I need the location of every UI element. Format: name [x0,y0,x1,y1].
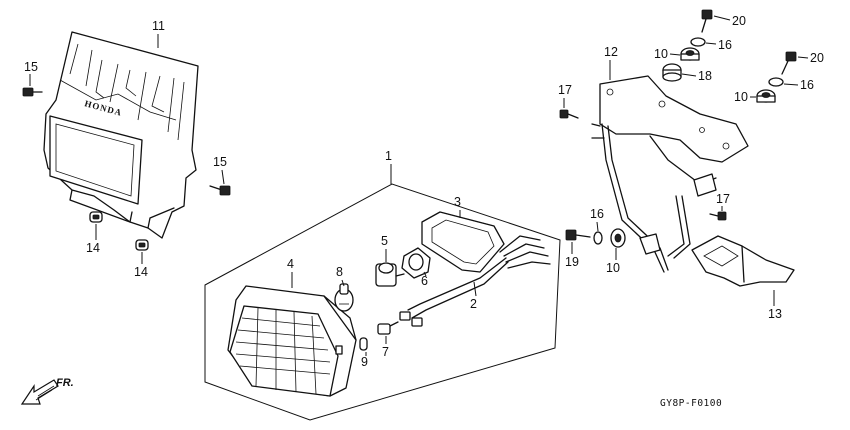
callout-12: 12 [604,45,618,59]
leader-line [713,15,731,21]
leader-line [473,281,477,297]
bulb-socket [375,262,405,287]
position-socket [377,321,399,335]
leader-line [341,279,345,287]
callout-16-upper-left: 16 [718,38,732,52]
callout-16-lower: 16 [590,207,604,221]
front-label: FR. [56,377,74,389]
callout-14-right: 14 [134,265,148,279]
callout-8: 8 [336,265,343,279]
grommet-18 [662,63,682,82]
bolt-15-left [22,87,43,97]
callout-5: 5 [381,234,388,248]
callout-2: 2 [470,297,477,311]
headlight-bulb [334,283,354,312]
diagram-code: GY8P-F0100 [660,398,722,409]
bolt-17-upper [559,109,579,119]
callout-17-upper: 17 [558,83,572,97]
headlight-bracket [591,75,749,273]
socket-cover [401,247,431,279]
leader-line [669,53,681,56]
callout-6: 6 [421,274,428,288]
callout-7: 7 [382,345,389,359]
callout-4: 4 [287,257,294,271]
callout-15-left: 15 [24,60,38,74]
leader-line [783,83,799,86]
bolt-19 [565,229,591,241]
assembly-outline [204,183,561,421]
callout-1: 1 [385,149,392,163]
grommet-10-upper-left [680,47,700,61]
leader-line [423,271,427,277]
washer-16-lower [593,231,603,245]
grommet-10-upper-right [756,89,776,103]
leader-line [681,73,697,77]
bolt-20-right [781,51,797,75]
front-direction-arrow-icon [20,379,59,405]
callout-10-upper-left: 10 [654,47,668,61]
mount-bracket [691,235,795,287]
callout-11: 11 [152,19,165,33]
headlight-housing [421,211,505,273]
bolt-17-lower [709,211,727,221]
washer-16-upper-right [768,77,784,87]
position-bulb [359,337,368,351]
headlight-cowl: HONDA [43,31,199,239]
leader-line [705,42,717,45]
callout-20-left: 20 [732,14,746,28]
grommet-14-left [89,211,103,223]
callout-18: 18 [698,69,712,83]
washer-16-upper-left [690,37,706,47]
callout-16-upper-right: 16 [800,78,814,92]
callout-3: 3 [454,195,461,209]
leader-line [221,169,225,185]
callout-14-left: 14 [86,241,100,255]
callout-9: 9 [361,355,368,369]
headlight-unit [227,285,357,397]
grommet-14-right [135,239,149,251]
wire-harness [399,235,551,327]
callout-10-upper-right: 10 [734,90,748,104]
callout-15-right: 15 [213,155,227,169]
callout-13: 13 [768,307,782,321]
callout-20-right: 20 [810,51,824,65]
bolt-20-left [701,9,713,33]
bolt-15-right [209,185,231,196]
grommet-10-lower [610,228,626,248]
leader-line [596,221,599,232]
leader-line [797,56,809,59]
callout-17-lower: 17 [716,192,730,206]
callout-19: 19 [565,255,579,269]
callout-10-lower: 10 [606,261,620,275]
